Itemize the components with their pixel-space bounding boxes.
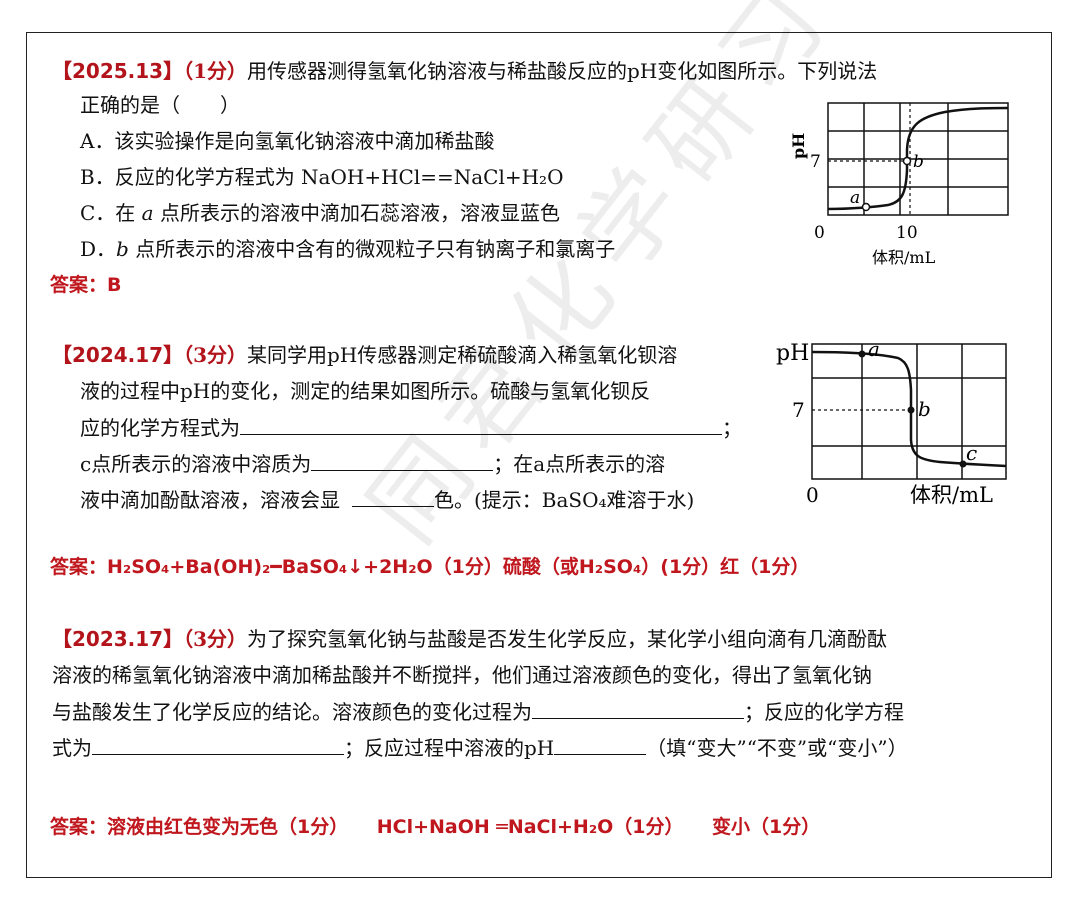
- q1-option-d-post: 点所表示的溶液中含有的微观粒子只有钠离子和氯离子: [128, 237, 616, 261]
- q2-y-tick-7: 7: [792, 398, 805, 422]
- q2-line3-text: 应的化学方程式为: [80, 416, 240, 440]
- q3-tag: 【2023.17】: [52, 627, 184, 651]
- q2-blank-solute[interactable]: [311, 450, 494, 471]
- q2-line5: 液中滴加酚酞溶液，溶液会显 色。(提示：BaSO₄难溶于水): [80, 486, 694, 513]
- q3-line1: 【2023.17】（3分）为了探究氢氧化钠与盐酸是否发生化学反应，某化学小组向滴…: [52, 626, 887, 652]
- q3-score: （3分）: [183, 627, 248, 651]
- q1-answer: 答案：B: [50, 274, 122, 296]
- q1-option-c-point: a: [141, 201, 154, 225]
- q1-x-tick-0: 0: [814, 223, 825, 243]
- q2-tag: 【2024.17】: [52, 343, 184, 367]
- q1-point-b-label: b: [913, 152, 924, 172]
- q3-blank-ph-trend[interactable]: [554, 734, 647, 755]
- q3-line4-post: （填“变大”“不变”或“变小”）: [646, 736, 908, 760]
- q3-line3-pre: 与盐酸发生了化学反应的结论。溶液颜色的变化过程为: [52, 700, 532, 724]
- q2-line1-text: 某同学用pH传感器测定稀硫酸滴入稀氢氧化钡溶: [247, 343, 678, 367]
- q1-ph-curve: [827, 106, 1009, 211]
- q3-line4-pre: 式为: [52, 736, 92, 760]
- q2-point-c-label: c: [966, 441, 977, 465]
- q1-option-c: C．在 a 点所表示的溶液中滴加石蕊溶液，溶液显蓝色: [80, 200, 560, 226]
- q1-option-a: A．该实验操作是向氢氧化钠溶液中滴加稀盐酸: [80, 129, 495, 153]
- q1-option-c-pre: C．在: [80, 201, 142, 225]
- q3-line2: 溶液的稀氢氧化钠溶液中滴加稀盐酸并不断搅拌，他们通过溶液颜色的变化，得出了氢氧化…: [52, 663, 872, 687]
- q2-score: （3分）: [183, 343, 248, 367]
- q1-ph-graph: a b 7 pH 0 10 体积/mL: [789, 102, 1009, 267]
- q2-line4: c点所表示的溶液中溶质为 ；在a点所表示的溶: [80, 450, 665, 477]
- q2-point-b-label: b: [918, 397, 931, 421]
- q2-blank-equation[interactable]: [240, 414, 722, 435]
- q2-line4-post: ；在a点所表示的溶: [493, 452, 666, 476]
- q1-tag: 【2025.13】: [52, 59, 184, 83]
- q2-line5-post: 色。(提示：BaSO₄难溶于水): [434, 488, 695, 512]
- q1-option-d: D．b 点所表示的溶液中含有的微观粒子只有钠离子和氯离子: [80, 236, 615, 262]
- q1-stem-a: 用传感器测得氢氧化钠溶液与稀盐酸反应的pH变化如图所示。下列说法: [247, 59, 878, 83]
- q2-x-tick-0: 0: [806, 483, 819, 507]
- q1-option-d-pre: D．: [80, 237, 117, 261]
- q3-line3: 与盐酸发生了化学反应的结论。溶液颜色的变化过程为 ；反应的化学方程: [52, 698, 904, 725]
- q2-point-a-label: a: [868, 337, 880, 361]
- q2-ph-graph: a b c pH 7 0 体积/mL: [776, 337, 1007, 507]
- q1-stem-line2: 正确的是（ ）: [80, 93, 240, 117]
- q1-x-tick-10: 10: [896, 223, 918, 243]
- q2-answer: 答案：H₂SO₄+Ba(OH)₂━BaSO₄↓+2H₂O（1分）硫酸（或H₂SO…: [50, 556, 810, 578]
- q1-point-a-label: a: [850, 188, 860, 208]
- q3-line4-mid: ；反应过程中溶液的pH: [344, 736, 555, 760]
- q1-point-a-marker: [861, 202, 871, 212]
- q2-blank-color[interactable]: [352, 486, 434, 507]
- question-frame: [26, 32, 1052, 878]
- q1-option-b: B．反应的化学方程式为 NaOH+HCl==NaCl+H₂O: [80, 165, 564, 189]
- q2-line4-pre: c点所表示的溶液中溶质为: [80, 452, 312, 476]
- q3-blank-color-change[interactable]: [532, 698, 744, 719]
- q1-y-tick-7: 7: [810, 152, 821, 172]
- q2-y-label: pH: [776, 341, 809, 366]
- q3-answer: 答案：溶液由红色变为无色（1分） HCl+NaOH ═NaCl+H₂O（1分） …: [50, 816, 821, 838]
- q1-score: （1分）: [183, 59, 248, 83]
- q1-y-label: pH: [789, 133, 808, 159]
- q2-line2: 液的过程中pH的变化，测定的结果如图所示。硫酸与氢氧化钡反: [80, 379, 651, 403]
- q2-point-a-marker: [858, 350, 866, 358]
- q1-stem-line1: 【2025.13】（1分）用传感器测得氢氧化钠溶液与稀盐酸反应的pH变化如图所示…: [52, 58, 877, 84]
- q1-x-label: 体积/mL: [872, 248, 936, 267]
- q3-line4: 式为 ；反应过程中溶液的pH （填“变大”“不变”或“变小”）: [52, 734, 908, 761]
- q2-line1: 【2024.17】（3分）某同学用pH传感器测定稀硫酸滴入稀氢氧化钡溶: [52, 342, 677, 368]
- q1-option-c-post: 点所表示的溶液中滴加石蕊溶液，溶液显蓝色: [153, 201, 560, 225]
- q2-point-c-marker: [959, 460, 967, 468]
- q2-line3-end: ；: [722, 416, 742, 440]
- q2-line3: 应的化学方程式为 ；: [80, 414, 742, 441]
- q1-option-d-point: b: [116, 237, 129, 261]
- q3-line3-post: ；反应的化学方程: [744, 700, 904, 724]
- q1-point-b-marker: [902, 156, 912, 166]
- q3-line1-text: 为了探究氢氧化钠与盐酸是否发生化学反应，某化学小组向滴有几滴酚酞: [247, 627, 888, 651]
- q2-x-label: 体积/mL: [910, 483, 993, 507]
- q2-line5-pre: 液中滴加酚酞溶液，溶液会显: [80, 488, 340, 512]
- q1-grid: [827, 102, 1009, 216]
- q2-point-b-marker: [907, 406, 915, 414]
- q3-blank-equation[interactable]: [92, 734, 344, 755]
